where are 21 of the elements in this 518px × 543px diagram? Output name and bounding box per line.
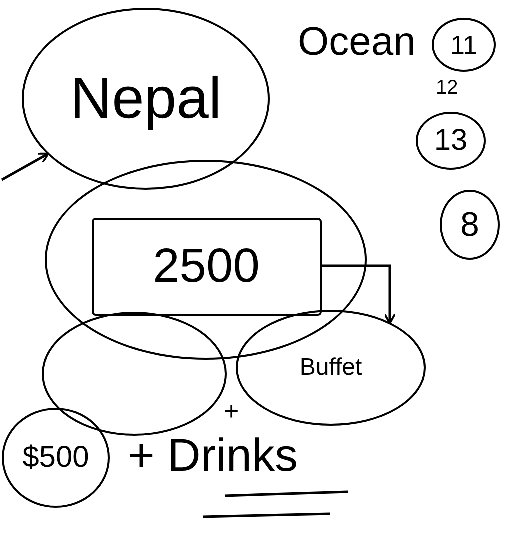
empty-ellipse [42, 312, 227, 436]
handwritten-note: + Drinks [128, 432, 298, 478]
ellipse-node [2, 408, 110, 508]
node-label: 11 [450, 32, 478, 58]
handwritten-note: Ocean [298, 22, 416, 62]
node-label: 13 [434, 126, 468, 156]
node-label: Buffet [300, 356, 362, 380]
ellipse-node [416, 112, 486, 170]
node-label: 8 [460, 208, 480, 242]
ellipse-node [440, 190, 500, 260]
arrow [1, 152, 50, 182]
ellipse-node [22, 8, 270, 190]
node-label: 2500 [153, 242, 260, 290]
handwritten-note: 12 [436, 78, 458, 98]
handwritten-note: + [224, 398, 240, 424]
node-label: Nepal [70, 70, 222, 128]
ellipse-node [432, 18, 496, 72]
arrow [322, 264, 396, 325]
node-label: $500 [22, 443, 90, 473]
rectangle-node [92, 218, 322, 316]
ellipse-node [236, 310, 426, 426]
